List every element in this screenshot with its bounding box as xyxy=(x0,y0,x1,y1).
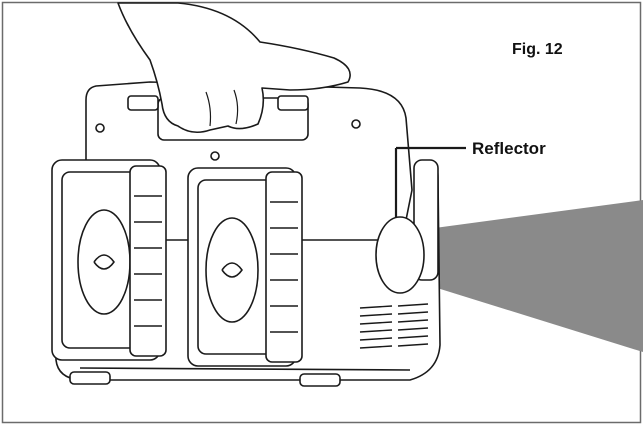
screw-top-left xyxy=(95,123,105,133)
battery-pack-left xyxy=(51,159,167,361)
handle-clip-right xyxy=(277,95,309,111)
vent-slots xyxy=(359,303,429,349)
battery-left-window xyxy=(77,209,131,315)
screw-center xyxy=(210,151,220,161)
battery-right-window xyxy=(205,217,259,323)
light-beam xyxy=(405,200,643,352)
battery-pack-right xyxy=(187,167,303,367)
device-foot-right xyxy=(299,373,341,387)
reflector-callout-label: Reflector xyxy=(472,139,546,158)
handle-clip-left xyxy=(127,95,159,111)
hand-illustration xyxy=(117,2,351,134)
hand-finger-lines xyxy=(205,89,239,127)
reflector xyxy=(375,216,425,294)
device-base-line xyxy=(79,367,411,371)
figure-number-label: Fig. 12 xyxy=(512,41,563,58)
device-foot-left xyxy=(69,371,111,385)
screw-top-right xyxy=(351,119,361,129)
